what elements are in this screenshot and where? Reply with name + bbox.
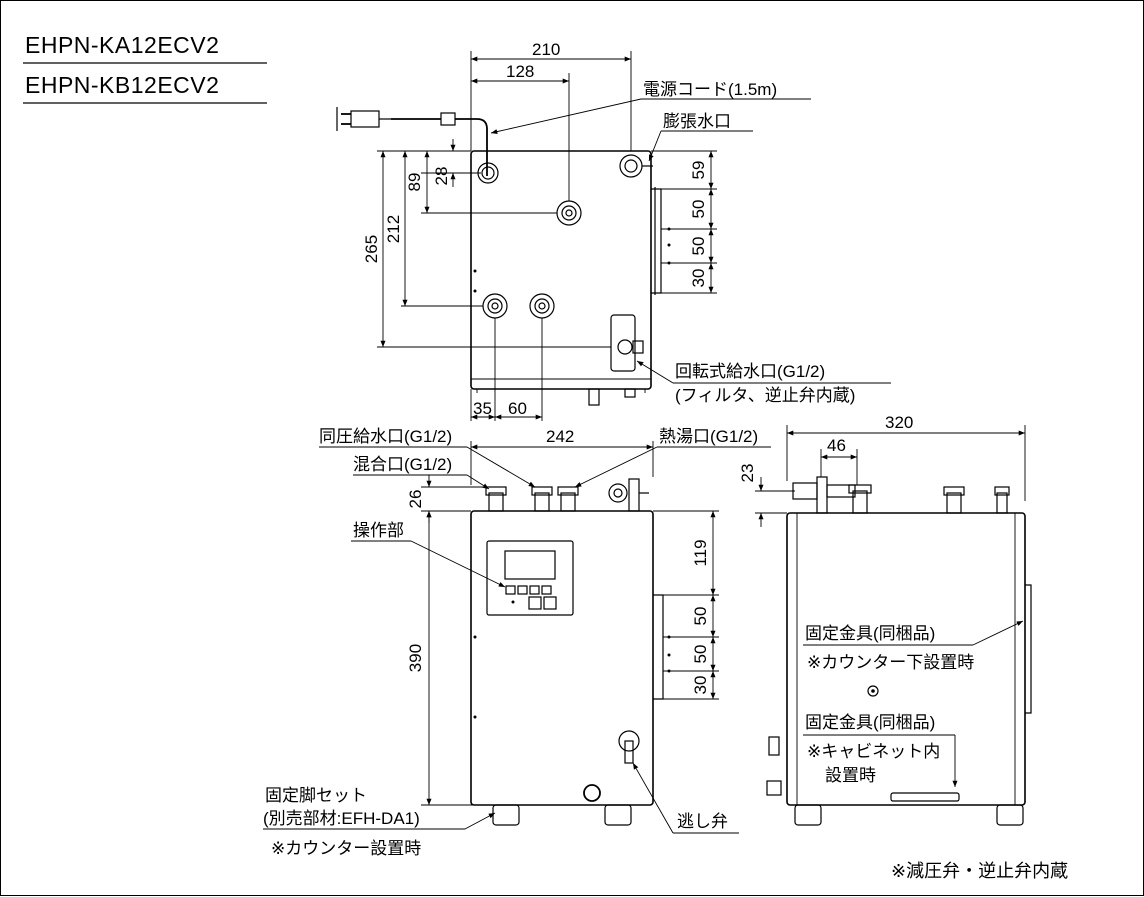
dim-35: 35 — [473, 399, 492, 418]
drain-plug — [583, 784, 601, 802]
dim-50-a: 50 — [689, 200, 708, 219]
label-bracket-2-note: ※キャビネット内 — [807, 742, 940, 761]
label-same-pressure-inlet: 同圧給水口(G1/2) — [319, 427, 452, 446]
side-view: 320 46 23 固定金具(同梱品) ※カウンター下設置時 固定金具(同梱品)… — [738, 413, 1032, 826]
label-power-cord: 電源コード(1.5m) — [643, 80, 777, 99]
label-legs: 固定脚セット — [265, 786, 367, 805]
dim-46: 46 — [827, 436, 846, 455]
dim-60: 60 — [508, 399, 527, 418]
display-screen — [504, 550, 556, 580]
dim-50-b: 50 — [689, 237, 708, 256]
footer-note: ※減圧弁・逆止弁内蔵 — [891, 861, 1068, 881]
label-expansion-port: 膨張水口 — [663, 112, 731, 131]
unit-body-front — [470, 510, 654, 806]
dim-23: 23 — [738, 464, 757, 483]
unit-body-top — [470, 150, 652, 390]
rotary-inlet-icon — [610, 314, 636, 372]
label-bracket-2-note2: 設置時 — [825, 766, 876, 785]
model-name-1: EHPN-KA12ECV2 — [25, 32, 219, 58]
model-name-2: EHPN-KB12ECV2 — [25, 72, 219, 98]
dim-210: 210 — [532, 40, 560, 59]
front-view: 242 26 390 119 50 50 30 同圧給水口(G1/2) 混合口(… — [263, 427, 771, 858]
label-rotary-inlet: 回転式給水口(G1/2) — [675, 362, 825, 381]
label-bracket-1-note: ※カウンター下設置時 — [807, 653, 974, 672]
label-bracket-1: 固定金具(同梱品) — [805, 624, 935, 643]
dim-119: 119 — [691, 539, 710, 566]
dim-242: 242 — [546, 427, 574, 446]
label-bracket-2: 固定金具(同梱品) — [805, 713, 935, 732]
dim-390: 390 — [406, 644, 425, 672]
leg-right — [604, 804, 632, 826]
dim-30-b: 30 — [691, 676, 710, 695]
dim-59: 59 — [689, 161, 708, 180]
dim-26: 26 — [406, 490, 425, 509]
bracket-bottom — [890, 792, 960, 802]
dim-265: 265 — [362, 235, 381, 263]
label-rotary-inlet-note: (フィルタ、逆止弁内蔵) — [675, 386, 855, 405]
dim-212: 212 — [384, 215, 403, 243]
dim-128: 128 — [506, 62, 534, 81]
dim-50-c: 50 — [691, 607, 710, 626]
top-view: 210 128 28 89 212 265 59 50 — [336, 40, 891, 421]
unit-body-side — [786, 512, 1026, 806]
label-hot-water-port: 熱湯口(G1/2) — [659, 427, 758, 446]
dim-28: 28 — [432, 167, 451, 186]
plug-icon — [350, 110, 380, 128]
leg-left — [492, 804, 520, 826]
label-legs-part: (別売部材:EFH-DA1) — [263, 809, 420, 828]
label-legs-note: ※カウンター設置時 — [271, 839, 421, 858]
dim-89: 89 — [405, 173, 424, 192]
dim-50-d: 50 — [691, 645, 710, 664]
label-relief-valve: 逃し弁 — [677, 812, 728, 831]
screw-icon — [867, 685, 879, 697]
dim-30-a: 30 — [689, 269, 708, 288]
power-cord — [391, 118, 488, 176]
label-operation-panel: 操作部 — [353, 521, 404, 540]
label-mixing-port: 混合口(G1/2) — [353, 455, 452, 474]
dim-320: 320 — [885, 413, 913, 432]
relief-valve-icon — [618, 730, 640, 752]
